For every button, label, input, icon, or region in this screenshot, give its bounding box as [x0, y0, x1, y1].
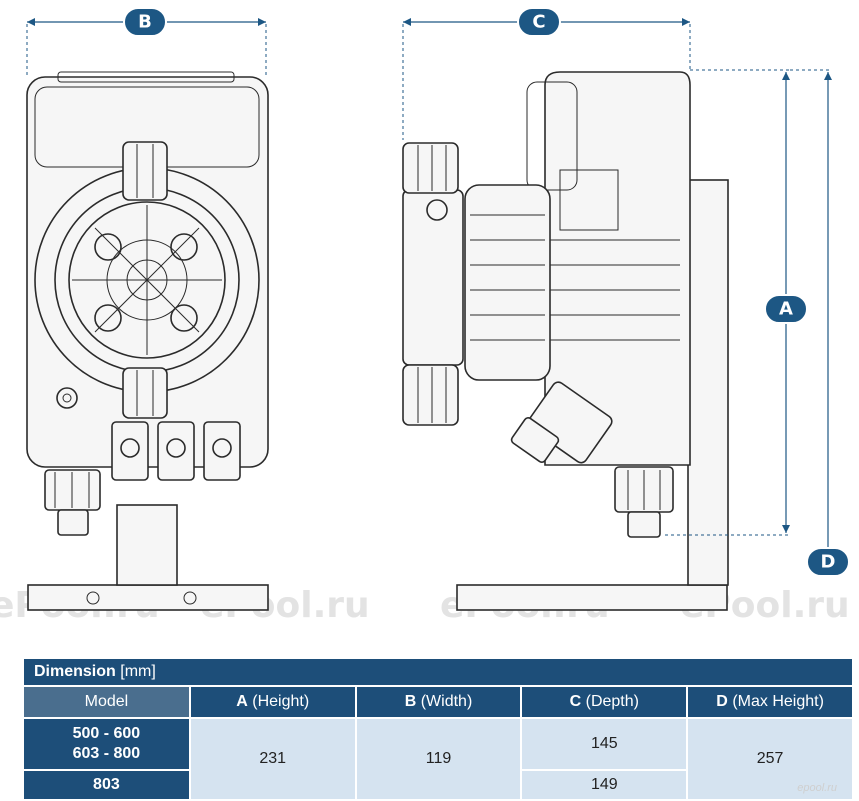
header-c-letter: C — [569, 693, 582, 710]
value-c: 149 — [522, 771, 687, 799]
badge-c-label: C — [532, 12, 545, 33]
value-c: 145 — [522, 719, 687, 769]
header-d-text: (Max Height) — [732, 693, 824, 710]
model-name: 500 - 600 — [72, 725, 141, 742]
front-view-pump — [26, 71, 269, 611]
height-dimension-a: A — [665, 69, 808, 536]
table-row: 803 149 — [24, 771, 852, 799]
corner-watermark: epool.ru — [797, 782, 837, 794]
badge-d-label: D — [821, 552, 836, 573]
table-title: Dimension [mm] — [24, 659, 852, 685]
header-b: B (Width) — [356, 687, 521, 717]
badge-b — [123, 7, 167, 37]
table-title-unit: [mm] — [120, 663, 156, 680]
badge-c — [517, 7, 561, 37]
header-a: A (Height) — [190, 687, 355, 717]
model-cell: 500 - 600 603 - 800 — [24, 719, 189, 769]
badge-a — [764, 294, 808, 324]
header-b-letter: B — [404, 693, 417, 710]
header-c-text: (Depth) — [585, 693, 639, 710]
value-a: 231 — [190, 719, 355, 799]
header-a-letter: A — [236, 693, 248, 710]
header-a-text: (Height) — [252, 693, 310, 710]
pump-dimension-drawing: ePool.ru ePool.ru ePool.ru ePool.ru — [0, 7, 850, 626]
header-d: D (Max Height) — [688, 687, 852, 717]
header-c: C (Depth) — [522, 687, 687, 717]
value-d: 257 — [688, 719, 852, 799]
max-height-dimension-d: D — [790, 69, 850, 577]
model-name: 803 — [24, 771, 189, 799]
depth-dimension-c: C — [402, 7, 691, 140]
header-model: Model — [24, 687, 189, 717]
dimension-table: Dimension [mm] Model A (Height) B (Width… — [22, 657, 854, 801]
value-b: 119 — [356, 719, 521, 799]
table-row: 500 - 600 603 - 800 231 119 145 257 — [24, 719, 852, 799]
badge-a-label: A — [779, 299, 793, 320]
badge-d — [806, 547, 850, 577]
header-d-letter: D — [716, 693, 728, 710]
model-name: 603 - 800 — [72, 745, 141, 762]
badge-b-label: B — [138, 12, 152, 33]
table-title-label: Dimension — [34, 663, 116, 680]
header-b-text: (Width) — [420, 693, 473, 710]
width-dimension-b: B — [26, 7, 267, 75]
side-view-pump — [402, 71, 729, 611]
